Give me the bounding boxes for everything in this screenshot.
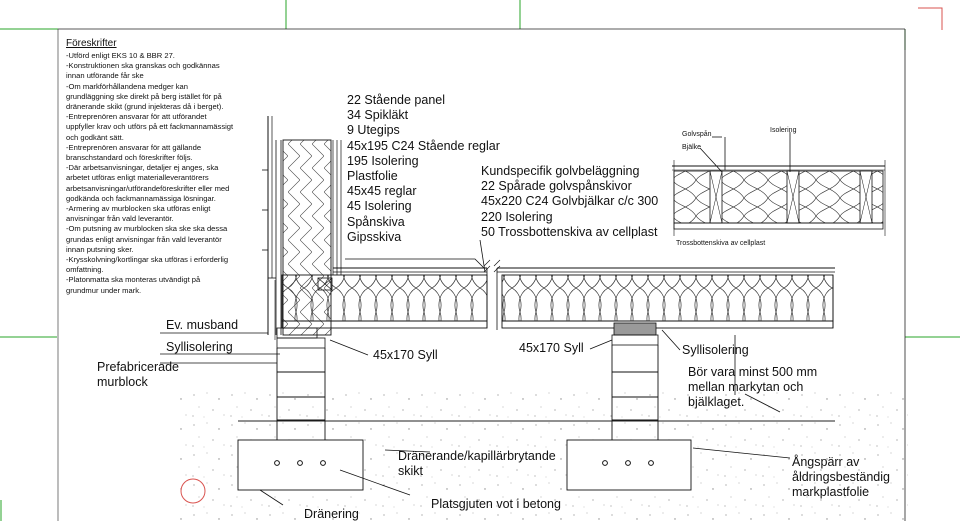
label-syll-left: 45x170 Syll — [373, 348, 438, 362]
floor-structure-left — [281, 259, 491, 329]
wall-layer-label: 45x45 reglar — [347, 184, 417, 199]
wall-layer-label: 45x195 C24 Stående reglar — [347, 138, 500, 153]
wall-layer-label: 9 Utegips — [347, 123, 400, 138]
label-angsparr: Ångspärr av åldringsbeständig markplastf… — [792, 455, 890, 499]
label-syllisolering-left: Syllisolering — [166, 340, 233, 354]
label-dranering: Dränering — [304, 507, 359, 521]
label-dranerande: Dränerande/kapillärbrytande skikt — [398, 449, 556, 478]
wall-layer-label: 45 Isolering — [347, 199, 412, 214]
floor-layer-label: 45x220 C24 Golvbjälkar c/c 300 — [481, 194, 659, 209]
note-line: -Konstruktionen ska granskas och godkänn… — [66, 61, 220, 81]
note-line: -Platonmatta ska monteras utvändigt på g… — [66, 275, 201, 295]
note-line: -Om putsning av murblocken ska ske ska d… — [66, 224, 228, 254]
floor-structure-right — [493, 259, 835, 330]
note-line: -Armering av murblocken ska utföras enli… — [66, 204, 211, 224]
note-line: -Utförd enligt EKS 10 & BBR 27. — [66, 51, 175, 60]
notes-list: -Utförd enligt EKS 10 & BBR 27.-Konstruk… — [66, 51, 276, 296]
notes-block: Föreskrifter -Utförd enligt EKS 10 & BBR… — [66, 38, 276, 296]
note-line: -Entreprenören ansvarar för att utförand… — [66, 112, 234, 142]
wall-layer-label: Spånskiva — [347, 214, 405, 229]
detail-marker-circle — [180, 478, 206, 504]
leader-lines — [160, 132, 791, 506]
label-prefab-murblock: Prefabricerade murblock — [97, 360, 179, 389]
detail-label-balke: Bjälke — [682, 144, 702, 151]
detail-label-isolering: Isolering — [770, 127, 797, 134]
detail-label-golvspan: Golvspån — [682, 131, 712, 138]
wall-layer-label: Plastfolie — [347, 169, 398, 184]
note-line: -Där arbetsanvisningar, detaljer ej ange… — [66, 163, 230, 203]
floor-detail — [672, 160, 886, 236]
label-clearance: Bör vara minst 500 mm mellan markytan oc… — [688, 365, 818, 409]
label-platsgjuten: Platsgjuten vot i betong — [431, 497, 561, 511]
floor-layer-label: 50 Trossbottenskiva av cellplast — [481, 224, 658, 239]
notes-heading: Föreskrifter — [66, 38, 117, 49]
floor-layer-label: 220 Isolering — [481, 209, 553, 224]
label-syll-right: 45x170 Syll — [519, 341, 584, 355]
label-musband: Ev. musband — [166, 318, 239, 332]
wall-layer-label: 22 Stående panel — [347, 93, 446, 107]
note-line: -Entreprenören ansvarar för att gällande… — [66, 142, 202, 163]
wall-layer-label: 34 Spikläkt — [347, 108, 409, 123]
crop-mark — [918, 7, 943, 30]
wall-layer-label: 195 Isolering — [347, 153, 419, 168]
label-syllisolering-right: Syllisolering — [682, 343, 749, 357]
floor-layer-label: Kundspecifik golvbeläggning — [481, 164, 640, 178]
floor-layer-label: 22 Spårade golvspånskivor — [481, 179, 632, 194]
wall-layer-label: Gipsskiva — [347, 229, 402, 244]
left-pier — [237, 327, 364, 491]
note-line: -Om markförhållandena medger kan grundlä… — [66, 81, 224, 112]
right-pier — [566, 322, 692, 491]
detail-label-trossbotten: Trossbottenskiva av cellplast — [676, 240, 766, 247]
note-line: -Krysskolvning/kortlingar ska utföras i … — [66, 255, 229, 275]
